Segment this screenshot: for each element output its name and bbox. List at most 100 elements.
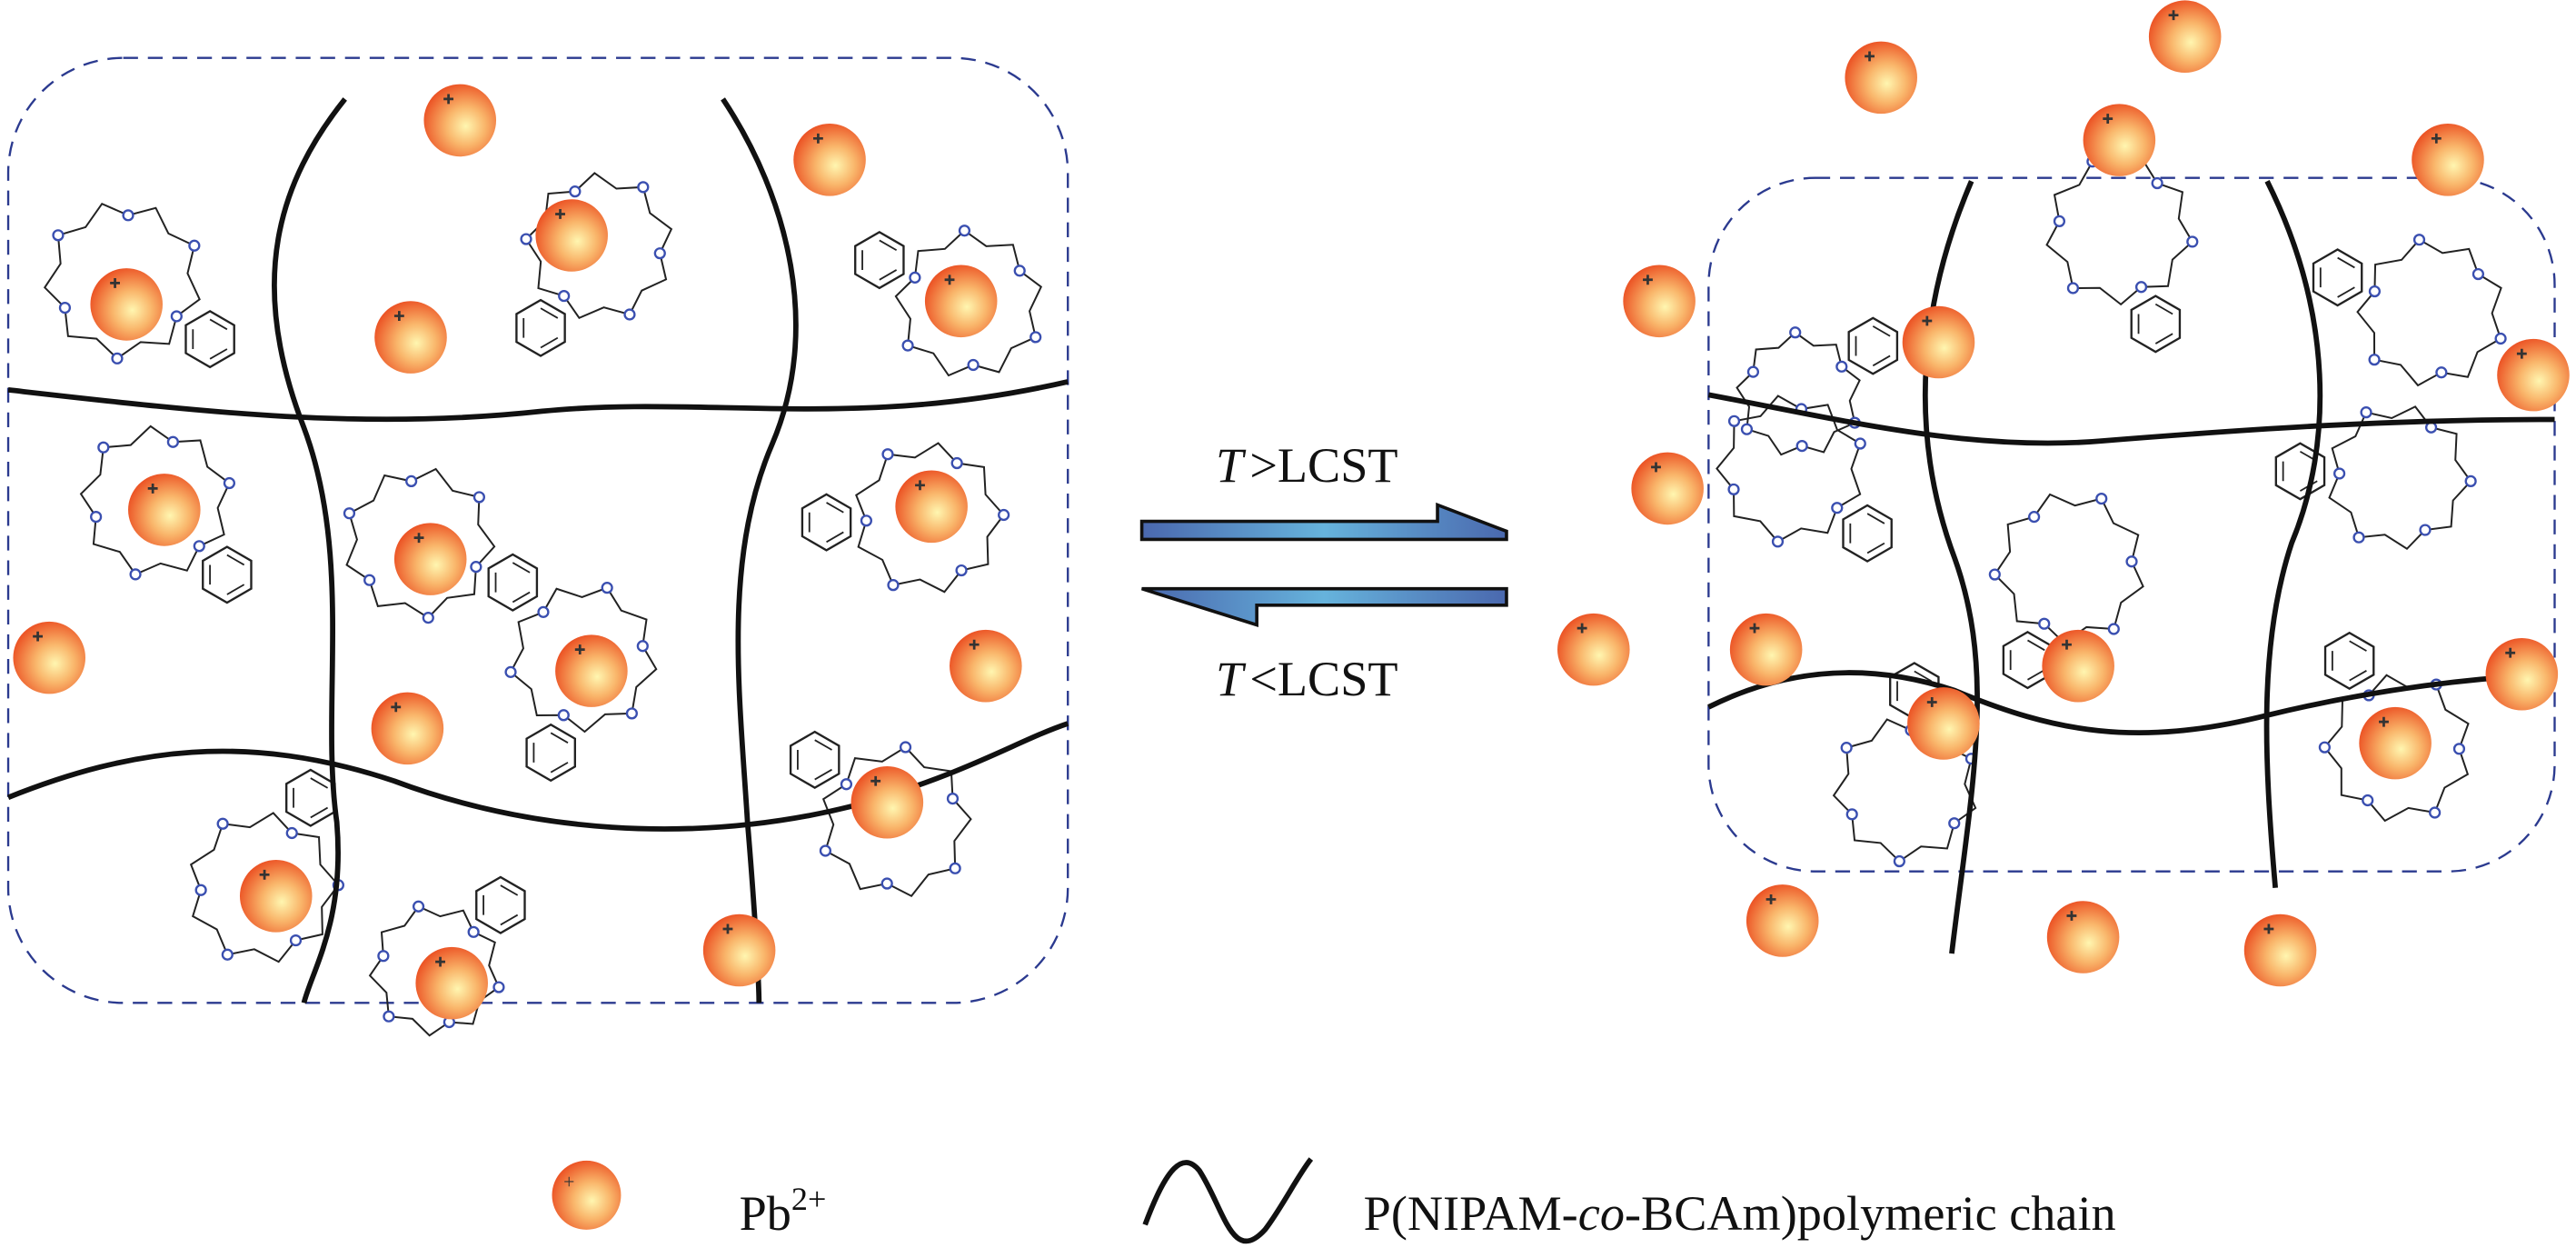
- oxygen-atom: [967, 358, 980, 372]
- oxygen-atom: [90, 510, 103, 524]
- crown-ether: [515, 172, 673, 357]
- pb-ion: [2412, 124, 2484, 196]
- benzene-ring: [789, 730, 840, 789]
- pb-ion: [371, 692, 444, 765]
- plus-charge-icon: [1922, 315, 1933, 326]
- plus-charge-icon: [2103, 114, 2114, 125]
- oxygen-atom: [860, 514, 872, 527]
- oxygen-atom: [1988, 568, 2001, 581]
- oxygen-atom: [901, 339, 914, 352]
- oxygen-atom: [653, 247, 666, 260]
- benzene-ring: [487, 553, 539, 612]
- oxygen-atom: [2095, 492, 2108, 505]
- plus-charge-icon: [2062, 639, 2072, 650]
- oxygen-atom: [1854, 437, 1866, 450]
- plus-charge-icon: [1643, 275, 1653, 285]
- oxygen-atom: [1029, 331, 1042, 344]
- oxygen-atom: [2452, 743, 2466, 755]
- oxygen-atom: [2318, 741, 2331, 754]
- oxygen-atom: [97, 441, 110, 454]
- oxygen-atom: [343, 507, 356, 520]
- oxygen-atom: [1831, 502, 1844, 514]
- oxygen-atom: [2368, 354, 2381, 366]
- polymer-chain: [1707, 392, 2555, 446]
- oxygen-atom: [188, 239, 201, 252]
- oxygen-atom: [1893, 854, 1905, 868]
- oxygen-atom: [636, 640, 649, 653]
- legend-ion-plus-icon: +: [563, 1172, 574, 1193]
- forward-arrow: [1139, 502, 1508, 542]
- pb-ions: [13, 0, 2570, 1020]
- oxygen-atom: [958, 225, 971, 237]
- benzene-ring: [202, 545, 253, 604]
- pb-ion: [1907, 687, 1980, 760]
- pb-ion: [2148, 0, 2222, 73]
- oxygen-atom: [887, 579, 900, 592]
- oxygen-atom: [1840, 742, 1853, 754]
- crown-ether: [1988, 492, 2144, 690]
- oxygen-atom: [637, 181, 650, 194]
- oxygen-atom: [537, 605, 550, 618]
- oxygen-atom: [194, 884, 207, 896]
- oxygen-atom: [405, 474, 418, 487]
- crown-ether: [801, 442, 1010, 594]
- plus-charge-icon: [2516, 348, 2527, 359]
- oxygen-atom: [625, 707, 638, 720]
- oxygen-atom: [1948, 817, 1961, 830]
- plus-charge-icon: [574, 644, 585, 655]
- oxygen-atom: [881, 448, 894, 461]
- crown-ether: [368, 875, 526, 1037]
- plus-charge-icon: [393, 311, 404, 321]
- benzene-ring: [475, 875, 526, 934]
- pb-ion: [1631, 452, 1704, 525]
- oxygen-atom: [558, 289, 571, 303]
- plus-charge-icon: [413, 533, 424, 544]
- crown-ether: [43, 202, 235, 369]
- oxygen-atom: [2352, 531, 2365, 544]
- pb-ion: [950, 629, 1022, 703]
- oxygen-atom: [955, 564, 968, 577]
- oxygen-atom: [2066, 282, 2080, 295]
- oxygen-atom: [289, 934, 303, 947]
- oxygen-atom: [819, 844, 832, 857]
- plus-charge-icon: [1651, 462, 1661, 473]
- plus-charge-icon: [110, 277, 120, 288]
- oxygen-atom: [2360, 406, 2372, 419]
- pb-ion: [2497, 338, 2570, 412]
- legend: + Pb2+ P(NIPAM-co-BCAm)polymeric chain: [552, 1157, 2116, 1244]
- pb-ion: [2485, 637, 2559, 711]
- plus-charge-icon: [259, 869, 270, 880]
- crown-ether: [79, 424, 253, 604]
- pb-ion: [1902, 305, 1975, 379]
- pb-ion: [374, 301, 447, 374]
- benzene-ring: [515, 298, 566, 357]
- forward-condition-label: T>LCST: [1216, 438, 1398, 493]
- oxygen-atom: [504, 665, 517, 678]
- oxygen-atom: [221, 948, 234, 961]
- oxygen-atom: [285, 826, 298, 840]
- benzene-ring: [854, 231, 905, 290]
- oxygen-atom: [1845, 808, 1858, 821]
- benzene-ring: [525, 723, 576, 783]
- oxygen-atom: [223, 476, 236, 490]
- oxygen-atom: [2038, 617, 2051, 630]
- oxygen-atom: [899, 741, 912, 754]
- crown-ether: [1832, 662, 1978, 868]
- pb-ion: [423, 84, 497, 157]
- crown-ether: [1736, 316, 1899, 456]
- pb-ion: [793, 124, 866, 196]
- plus-charge-icon: [1926, 697, 1937, 707]
- oxygen-atom: [840, 778, 853, 791]
- plus-charge-icon: [2431, 133, 2442, 144]
- plus-charge-icon: [1749, 623, 1760, 634]
- oxygen-atom: [170, 310, 183, 323]
- plus-charge-icon: [2379, 716, 2389, 727]
- oxygen-atom: [1740, 423, 1754, 435]
- legend-chain-icon: [1142, 1157, 1314, 1244]
- oxygen-atom: [2368, 285, 2382, 298]
- legend-ion-label: Pb2+: [740, 1181, 827, 1241]
- oxygen-atom: [1789, 326, 1802, 339]
- oxygen-atom: [52, 229, 65, 242]
- swollen-gel-boundary: [6, 56, 1069, 1004]
- oxygen-atom: [949, 862, 961, 874]
